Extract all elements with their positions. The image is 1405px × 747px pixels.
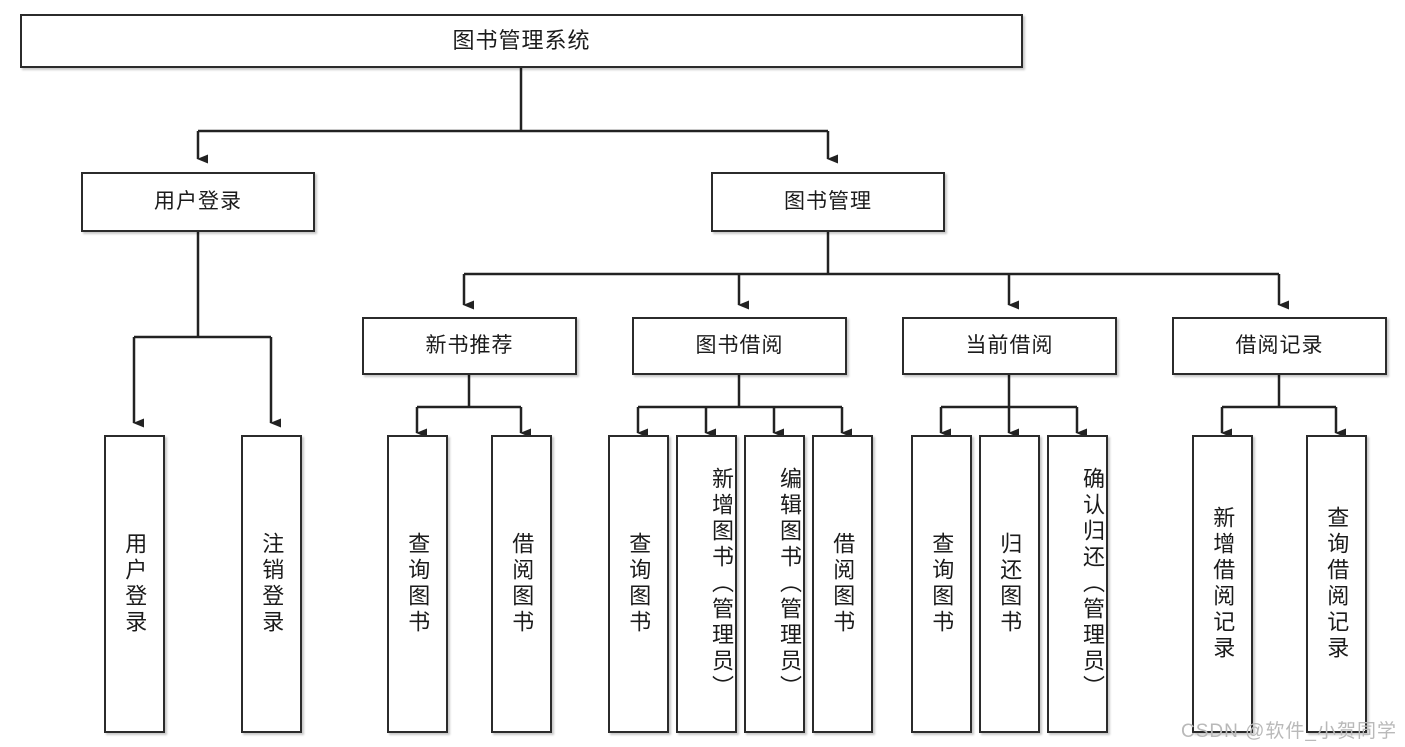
node-leaf-query-book-1[interactable]: 查询图书: [387, 435, 448, 733]
node-label: 查询图书: [929, 532, 955, 636]
node-label: 借阅记录: [1235, 334, 1324, 358]
node-user-login[interactable]: 用户登录: [81, 172, 315, 232]
node-label: 图书借阅: [695, 334, 784, 358]
node-label: 用户登录: [122, 532, 148, 636]
node-borrow-record[interactable]: 借阅记录: [1172, 317, 1387, 375]
node-label: 图书管理: [784, 190, 872, 214]
node-leaf-query-record[interactable]: 查询借阅记录: [1306, 435, 1367, 733]
node-leaf-borrow-book-1[interactable]: 借阅图书: [491, 435, 552, 733]
node-label: 确认归还（管理员）: [1080, 467, 1105, 701]
node-label: 查询图书: [626, 532, 652, 636]
node-label: 归还图书: [997, 532, 1023, 636]
node-label: 新增借阅记录: [1210, 506, 1236, 662]
node-label: 借阅图书: [830, 532, 856, 636]
node-leaf-add-book[interactable]: 新增图书（管理员）: [676, 435, 737, 733]
node-label: 查询图书: [405, 532, 431, 636]
node-leaf-add-record[interactable]: 新增借阅记录: [1192, 435, 1253, 733]
node-label: 注销登录: [259, 532, 285, 636]
node-current-borrow[interactable]: 当前借阅: [902, 317, 1117, 375]
node-leaf-edit-book[interactable]: 编辑图书（管理员）: [744, 435, 805, 733]
node-leaf-user-login[interactable]: 用户登录: [104, 435, 165, 733]
node-leaf-confirm-return[interactable]: 确认归还（管理员）: [1047, 435, 1108, 733]
node-label: 借阅图书: [509, 532, 535, 636]
node-root-book-management-system[interactable]: 图书管理系统: [20, 14, 1023, 68]
node-label: 查询借阅记录: [1324, 506, 1350, 662]
node-label: 图书管理系统: [452, 27, 591, 53]
node-book-borrow[interactable]: 图书借阅: [632, 317, 847, 375]
node-leaf-user-logout[interactable]: 注销登录: [241, 435, 302, 733]
node-leaf-query-book-2[interactable]: 查询图书: [608, 435, 669, 733]
node-book-management[interactable]: 图书管理: [711, 172, 945, 232]
csdn-watermark: CSDN @软件_小贺同学: [1181, 721, 1397, 742]
node-new-book-recommend[interactable]: 新书推荐: [362, 317, 577, 375]
node-leaf-query-book-3[interactable]: 查询图书: [911, 435, 972, 733]
node-label: 新增图书（管理员）: [709, 467, 734, 701]
node-label: 编辑图书（管理员）: [777, 467, 802, 701]
node-label: 新书推荐: [425, 334, 514, 358]
node-leaf-return-book[interactable]: 归还图书: [979, 435, 1040, 733]
node-label: 用户登录: [154, 190, 242, 214]
node-label: 当前借阅: [965, 334, 1054, 358]
node-leaf-borrow-book-2[interactable]: 借阅图书: [812, 435, 873, 733]
